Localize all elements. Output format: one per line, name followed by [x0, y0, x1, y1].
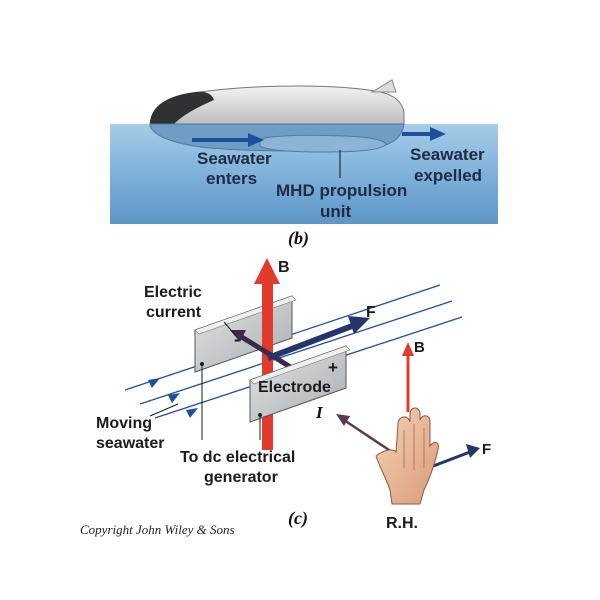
hand-i-arrowhead — [336, 414, 350, 426]
plus-sign: + — [328, 358, 338, 377]
flow-arrowhead-1 — [148, 378, 160, 388]
seawater-enters-arrowhead — [248, 133, 264, 147]
generator-label-1: To dc electrical — [180, 449, 295, 466]
right-hand-icon — [375, 407, 439, 505]
seawater-expelled-label-2: expelled — [414, 166, 482, 185]
hand-finger-lines — [403, 424, 425, 470]
generator-label-2: generator — [204, 469, 278, 486]
hand-b-label: B — [414, 339, 425, 356]
force-arrow — [266, 323, 354, 361]
panel-c: B F - + Electrode Electric current Movin… — [96, 258, 491, 532]
seawater-expelled-label-1: Seawater — [410, 145, 485, 164]
flow-arrowhead-2 — [168, 393, 180, 403]
right-hand-label: R.H. — [386, 515, 418, 532]
panel-b: Seawater enters MHD propulsion unit Seaw… — [110, 79, 498, 249]
seawater-expelled-arrowhead — [430, 127, 446, 141]
current-arrow — [238, 333, 294, 371]
hand-i-label: I — [315, 403, 324, 422]
electric-current-label-1: Electric — [144, 284, 202, 301]
hand-i-arrow — [343, 418, 393, 454]
hand-b-arrowhead — [402, 342, 414, 356]
moving-seawater-label-2: seawater — [96, 435, 165, 452]
seawater-enters-label-2: enters — [206, 169, 257, 188]
seawater-enters-label-1: Seawater — [197, 149, 272, 168]
minus-sign: - — [234, 330, 240, 349]
b-field-label: B — [278, 259, 290, 276]
electrode-label: Electrode — [258, 379, 331, 396]
hand-f-label: F — [482, 441, 491, 458]
moving-seawater-pointer — [149, 403, 179, 417]
electric-current-pointer — [223, 321, 237, 337]
right-hand-rule: B I F R.H. — [315, 339, 491, 532]
moving-seawater-label-1: Moving — [96, 415, 152, 432]
flow-arrowhead-3 — [186, 408, 198, 418]
force-arrowhead — [348, 316, 370, 334]
hand-f-arrowhead — [466, 444, 480, 458]
electric-current-label-2: current — [146, 304, 202, 321]
mhd-unit-label-2: unit — [320, 202, 351, 221]
mhd-unit-label-1: MHD propulsion — [276, 181, 407, 200]
caption-c: (c) — [288, 508, 308, 529]
caption-b: (b) — [288, 228, 309, 249]
b-field-arrowhead — [254, 258, 280, 284]
mhd-unit-pod — [259, 134, 387, 153]
copyright-text: Copyright John Wiley & Sons — [80, 522, 235, 537]
ship-fin — [370, 79, 397, 93]
hand-f-arrow — [427, 450, 471, 470]
force-label: F — [366, 304, 376, 321]
ship-bow-dome — [150, 91, 214, 124]
electrode-plate-front-edge — [249, 345, 351, 385]
b-field-shaft — [262, 282, 273, 450]
